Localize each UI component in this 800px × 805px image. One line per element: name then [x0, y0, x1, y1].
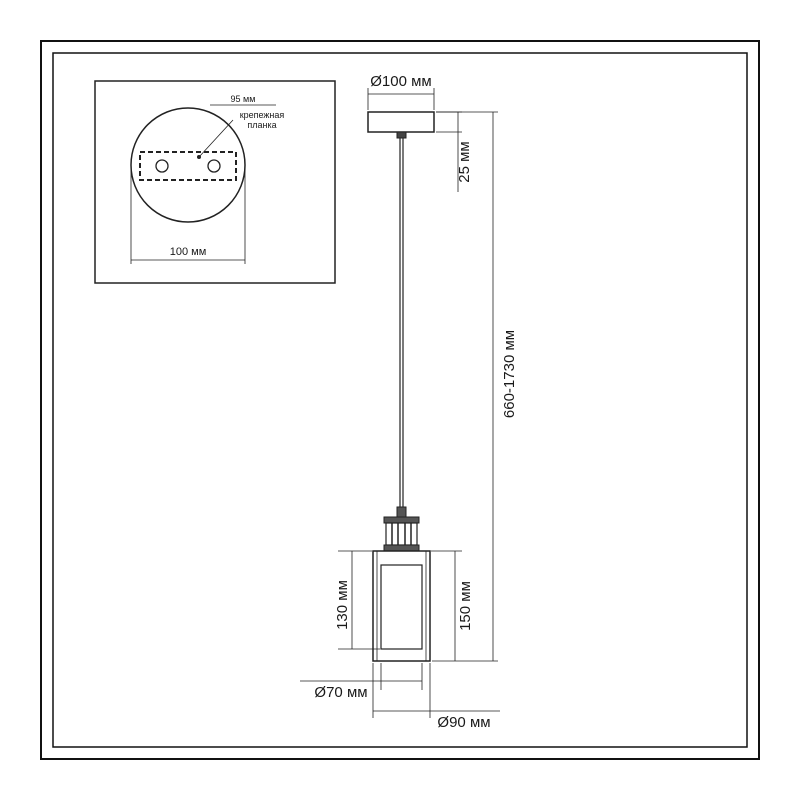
- bracket-label-line2: планка: [247, 120, 276, 130]
- screw-hole-right: [207, 159, 221, 173]
- canopy-height-dimension: 25 мм: [436, 111, 473, 192]
- holder-bottom-ring: [383, 544, 420, 552]
- total-height-dimension: 660-1730 мм: [432, 111, 518, 662]
- shade-diameter-dimension: Ø90 мм: [372, 663, 500, 731]
- screw-hole-left: [155, 159, 169, 173]
- canopy-diameter-label: Ø100 мм: [370, 73, 432, 90]
- inset-box: [94, 80, 336, 284]
- inner-height-label: 130 мм: [334, 580, 351, 630]
- shade-diameter-label: Ø90 мм: [437, 714, 490, 731]
- width-label: 100 мм: [170, 246, 207, 258]
- total-height-label: 660-1730 мм: [501, 330, 518, 418]
- outer-frame: [40, 40, 760, 760]
- mounting-detail-inset: 95 мм крепежная планка 100 мм: [94, 80, 336, 284]
- canopy-fitting: [396, 131, 407, 139]
- holder-cage: [385, 522, 418, 546]
- inner-height-dimension: 130 мм: [334, 550, 380, 650]
- canopy-diameter-dimension: Ø100 мм: [367, 73, 435, 110]
- canopy-height-label: 25 мм: [456, 141, 473, 182]
- inner-diameter-dimension: Ø70 мм: [300, 663, 423, 701]
- bracket-label-line1: крепежная: [240, 110, 285, 120]
- pendant-lamp: [367, 111, 435, 662]
- shade-height-label: 150 мм: [457, 581, 474, 631]
- inner-frame: [52, 52, 748, 748]
- shade-height-dimension: 150 мм: [431, 550, 474, 661]
- inner-glass: [380, 564, 423, 650]
- canopy-plan-circle: [130, 107, 246, 223]
- cord-grip: [396, 506, 407, 518]
- mounting-bracket: [139, 151, 237, 181]
- holder-top-ring: [383, 516, 420, 524]
- inner-diameter-label: Ø70 мм: [314, 684, 367, 701]
- canopy: [367, 111, 435, 133]
- outer-shade: [372, 550, 431, 662]
- bracket-leader: [198, 119, 234, 158]
- spacing-label: 95 мм: [231, 94, 256, 104]
